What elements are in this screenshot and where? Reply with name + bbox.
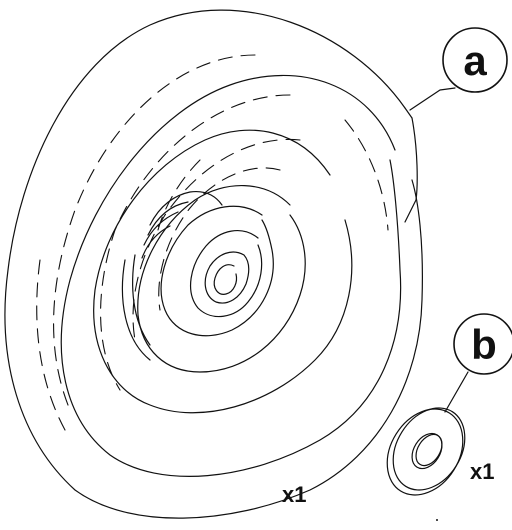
leader-line-a [409,87,456,111]
callout-a-label: a [463,37,487,84]
leader-line-b [444,371,469,413]
quantity-b-label: x1 [470,459,494,484]
callout-a: a [442,27,508,93]
washer-icon [386,407,466,496]
quantity-a-label: x1 [282,482,306,507]
stray-mark [436,519,438,521]
callout-b-label: b [471,321,497,368]
callout-b: b [453,313,512,375]
spiral-spring-icon [4,9,423,519]
